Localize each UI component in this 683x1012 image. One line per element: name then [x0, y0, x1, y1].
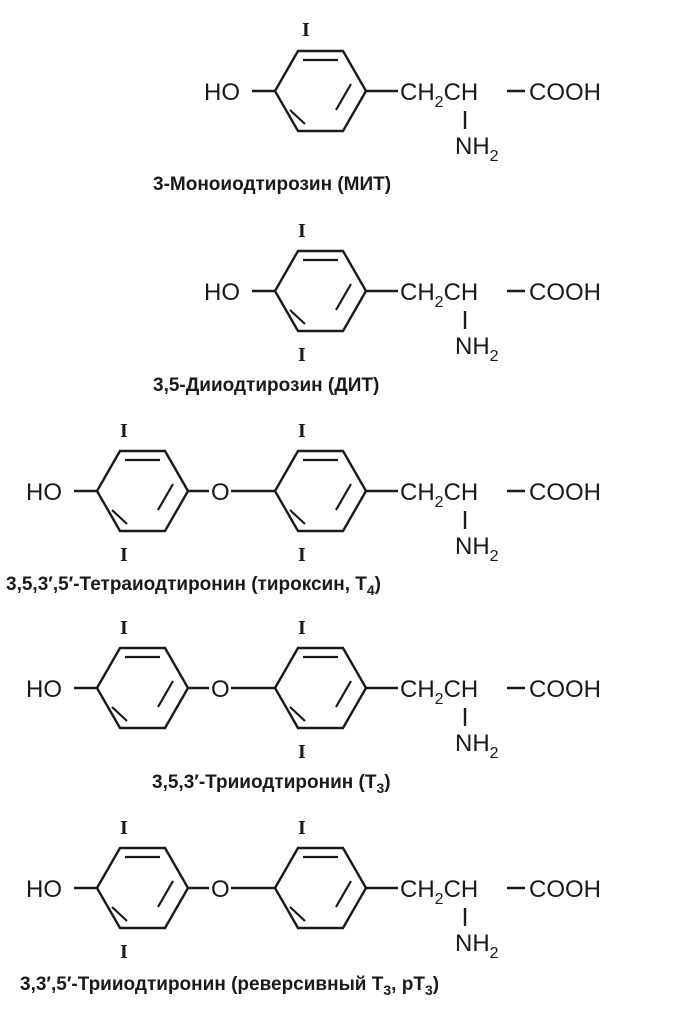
hydroxyl-label: HO — [26, 876, 62, 903]
compound-t4: HO I I O I I CH2CH COOH NH2 3,5,3′,5′-Те… — [6, 420, 601, 598]
compound-caption: 3,5,3′,5′-Тетраиодтиронин (тироксин, T4) — [6, 574, 381, 598]
ether-oxygen-label: O — [211, 479, 230, 506]
benzene-ring — [273, 249, 368, 333]
amino-label: NH2 — [455, 533, 499, 565]
compound-t3: HO I O I I CH2CH COOH NH2 3,5,3′-Трииодт… — [26, 617, 601, 796]
iodine-label: I — [120, 817, 128, 839]
iodine-label: I — [298, 344, 306, 366]
iodine-label: I — [120, 420, 128, 442]
hydroxyl-label: HO — [204, 279, 240, 306]
carboxyl-label: COOH — [529, 876, 601, 903]
iodine-label: I — [298, 420, 306, 442]
iodine-label: I — [302, 19, 310, 41]
carboxyl-label: COOH — [529, 79, 601, 106]
compound-caption: 3-Моноиодтирозин (МИТ) — [153, 174, 391, 195]
compound-rt3: HO I I O I CH2CH COOH NH2 3,3′,5′-Трииод… — [20, 817, 601, 998]
hydroxyl-label: HO — [204, 79, 240, 106]
ch2-label: CH2CH — [400, 279, 478, 311]
iodine-label: I — [298, 544, 306, 566]
benzene-ring-outer — [95, 646, 190, 730]
iodine-label: I — [120, 941, 128, 963]
amino-label: NH2 — [455, 930, 499, 962]
compound-dit: HO I I CH2CH COOH NH2 3,5-Дииодтирозин (… — [153, 220, 601, 396]
compound-mit: HO I CH2CH COOH NH2 3-Моноиодтирозин (МИ… — [153, 19, 601, 195]
benzene-ring-inner — [273, 646, 368, 730]
iodine-label: I — [120, 544, 128, 566]
amino-label: NH2 — [455, 133, 499, 165]
compound-caption: 3,5,3′-Трииодтиронин (T3) — [152, 772, 391, 796]
carboxyl-label: COOH — [529, 479, 601, 506]
iodine-label: I — [298, 220, 306, 242]
iodine-label: I — [298, 817, 306, 839]
hydroxyl-label: HO — [26, 479, 62, 506]
benzene-ring-inner — [273, 449, 368, 533]
hydroxyl-label: HO — [26, 676, 62, 703]
amino-label: NH2 — [455, 333, 499, 365]
ch2-label: CH2CH — [400, 876, 478, 908]
benzene-ring-outer — [95, 846, 190, 930]
ch2-label: CH2CH — [400, 479, 478, 511]
ether-oxygen-label: O — [211, 876, 230, 903]
benzene-ring-inner — [273, 846, 368, 930]
benzene-ring-outer — [95, 449, 190, 533]
compound-caption: 3,5-Дииодтирозин (ДИТ) — [153, 375, 379, 396]
benzene-ring — [273, 49, 368, 133]
carboxyl-label: COOH — [529, 676, 601, 703]
compound-caption: 3,3′,5′-Трииодтиронин (реверсивный T3, р… — [20, 974, 439, 998]
ch2-label: CH2CH — [400, 79, 478, 111]
carboxyl-label: COOH — [529, 279, 601, 306]
iodine-label: I — [298, 741, 306, 763]
ch2-label: CH2CH — [400, 676, 478, 708]
amino-label: NH2 — [455, 730, 499, 762]
ether-oxygen-label: O — [211, 676, 230, 703]
iodine-label: I — [298, 617, 306, 639]
iodine-label: I — [120, 617, 128, 639]
